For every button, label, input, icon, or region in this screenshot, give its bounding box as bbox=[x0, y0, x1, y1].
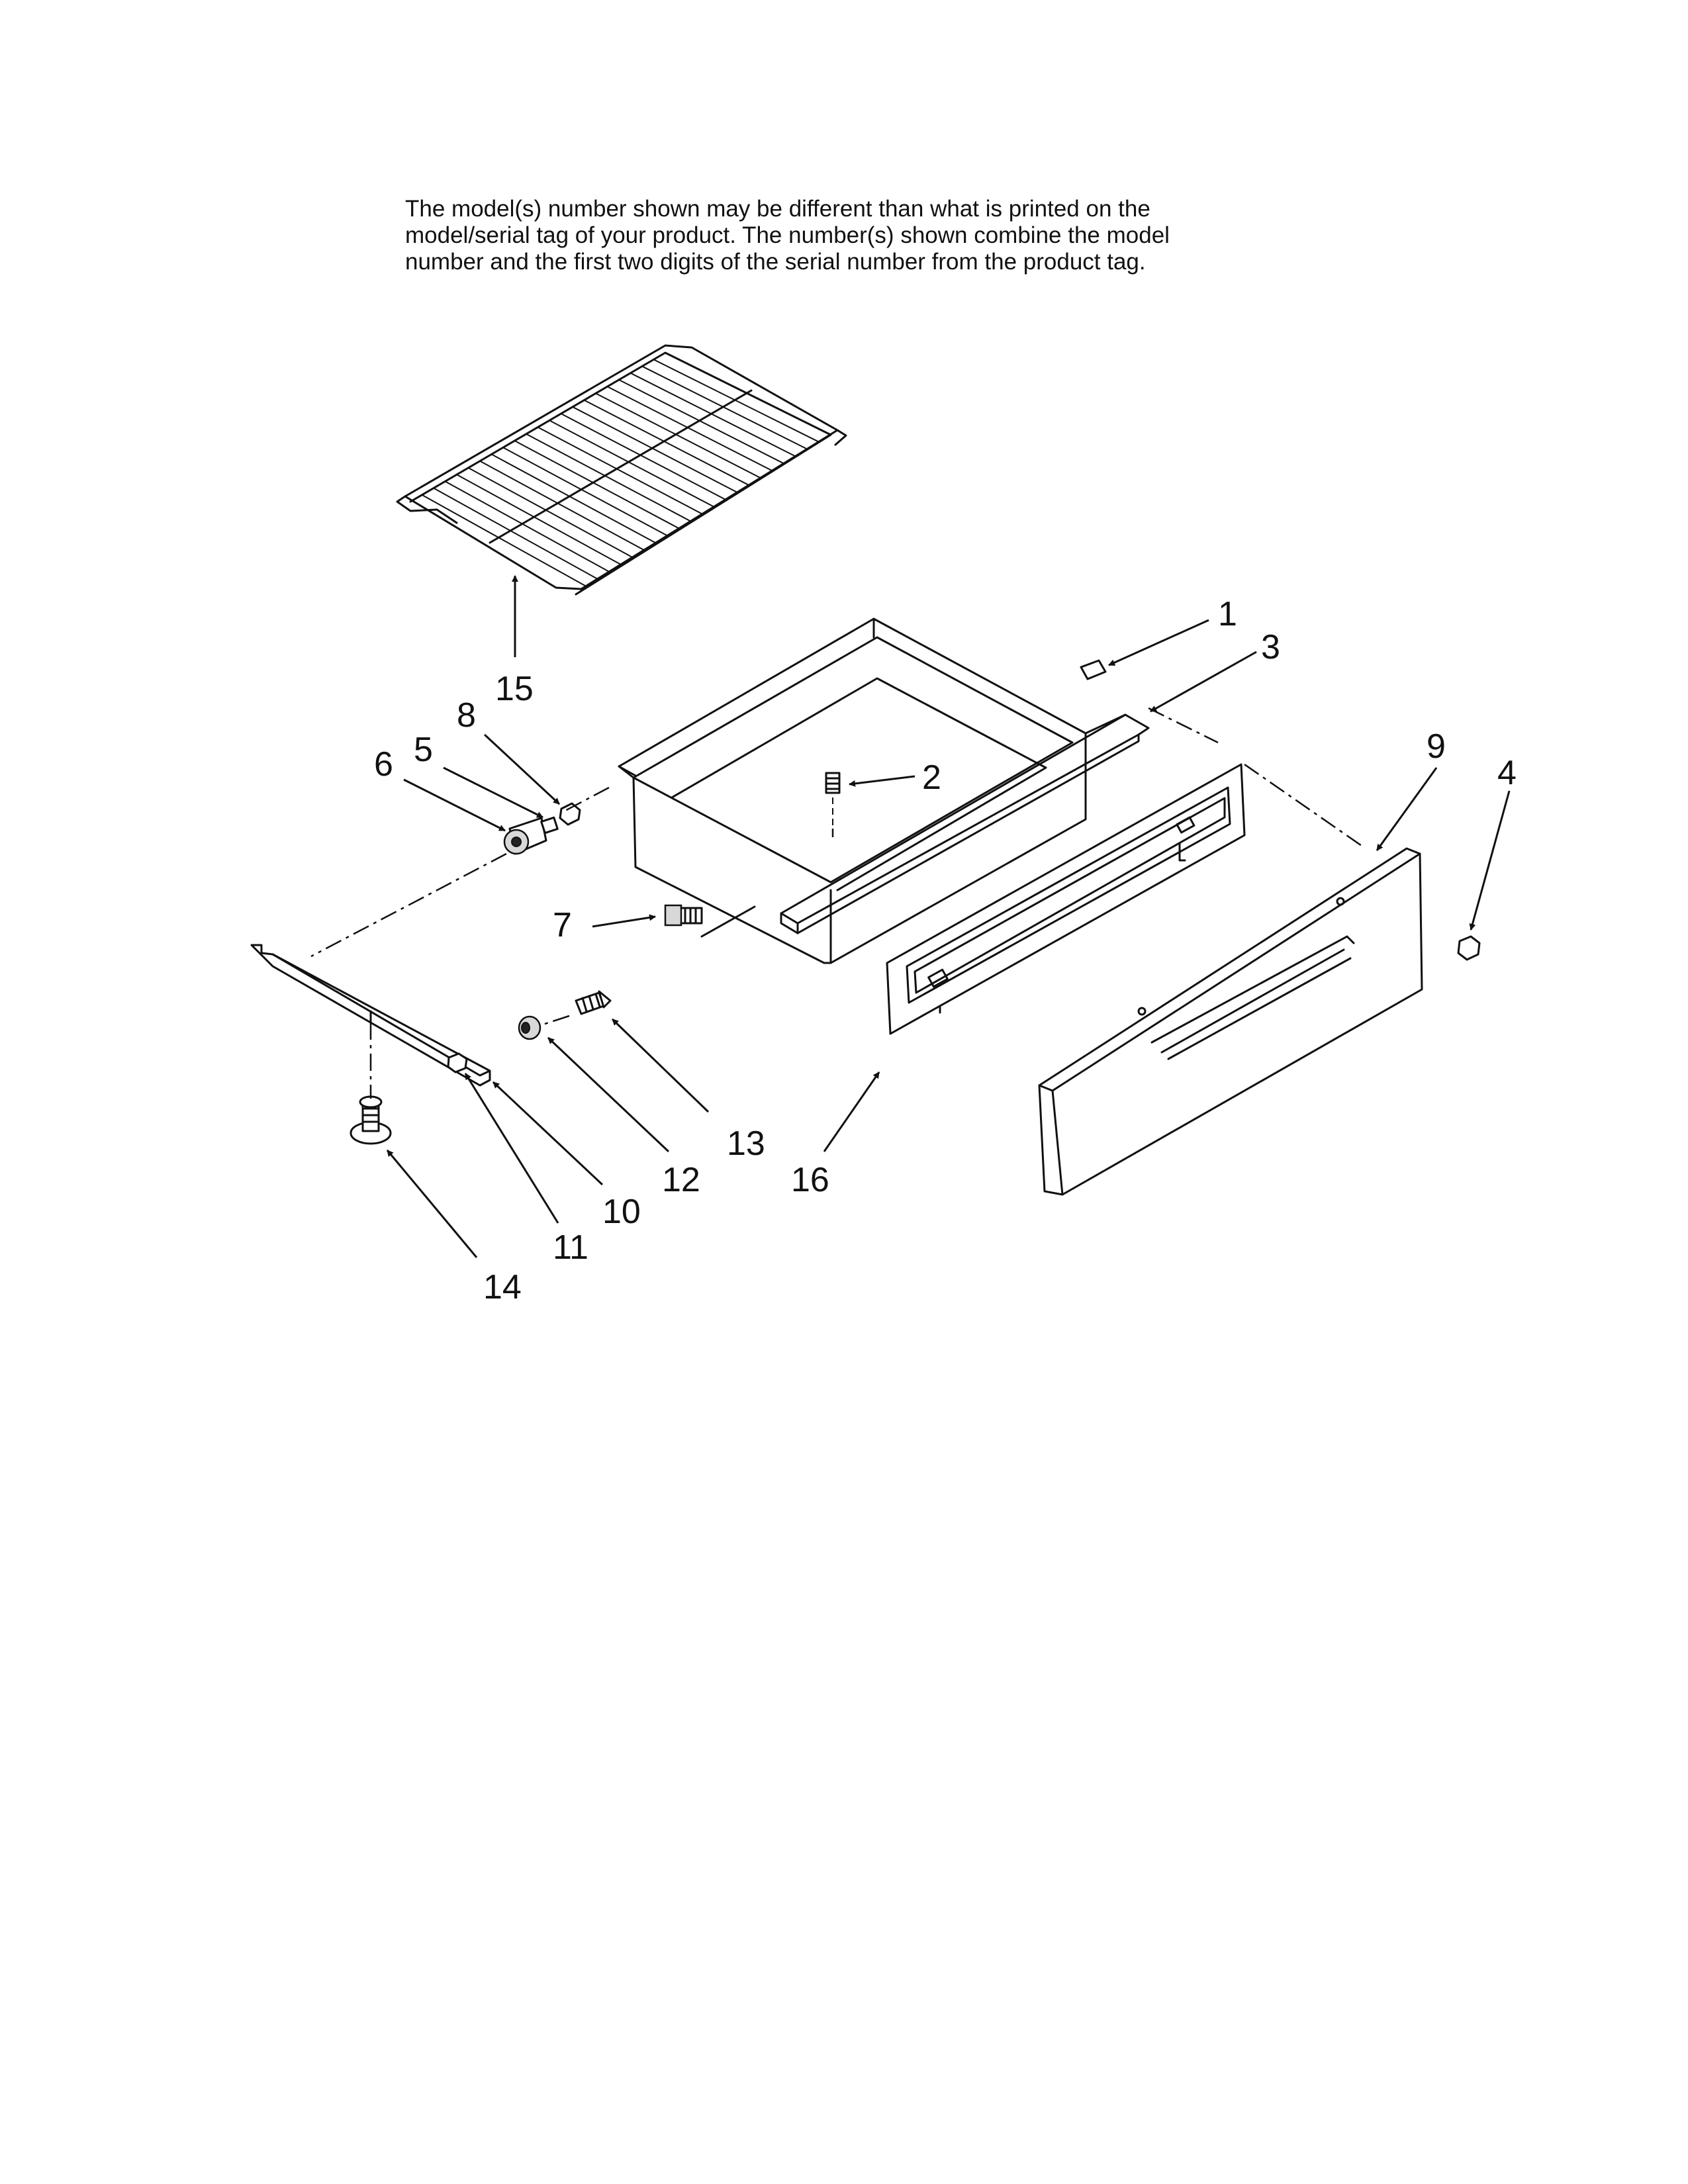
oven-rack bbox=[396, 344, 847, 596]
rack-wire bbox=[445, 480, 611, 574]
part-5-spacer bbox=[540, 816, 559, 835]
rack-wire bbox=[641, 365, 808, 450]
callout-8: 8 bbox=[457, 696, 476, 735]
part-13-screw bbox=[575, 990, 612, 1015]
part-4-nut bbox=[1457, 935, 1481, 961]
callout-10: 10 bbox=[602, 1193, 641, 1231]
callout-2: 2 bbox=[922, 758, 941, 797]
part-1-block bbox=[1080, 659, 1107, 680]
note-line-2: model/serial tag of your product. The nu… bbox=[405, 222, 1170, 248]
callout-12: 12 bbox=[662, 1161, 700, 1199]
part-2-screw bbox=[825, 772, 841, 827]
part-7-bolt bbox=[664, 904, 703, 927]
callout-6: 6 bbox=[374, 745, 393, 784]
callout-5: 5 bbox=[414, 731, 433, 769]
callout-11: 11 bbox=[553, 1228, 588, 1267]
side-rail bbox=[250, 944, 491, 1087]
rack-wire bbox=[514, 440, 680, 530]
rack-wire bbox=[607, 386, 773, 472]
callout-15: 15 bbox=[495, 670, 534, 708]
rack-wire bbox=[491, 453, 657, 545]
rack-wire bbox=[561, 413, 727, 501]
leader-lines bbox=[386, 575, 1511, 1258]
alignment-lines bbox=[310, 707, 1364, 1099]
rack-wire bbox=[572, 406, 739, 494]
rack-wire bbox=[653, 359, 820, 443]
callout-13: 13 bbox=[727, 1124, 765, 1163]
rack-wire bbox=[422, 494, 588, 588]
part-8-nut bbox=[559, 802, 581, 826]
callout-14: 14 bbox=[483, 1268, 522, 1306]
callout-3: 3 bbox=[1261, 628, 1280, 666]
rack-wire bbox=[595, 392, 762, 479]
note-line-1: The model(s) number shown may be differe… bbox=[405, 196, 1150, 222]
callout-4: 4 bbox=[1497, 754, 1517, 792]
drawer-pan bbox=[618, 617, 1150, 964]
part-14-leveling-leg bbox=[350, 1095, 392, 1145]
drawer-panel bbox=[886, 763, 1246, 1035]
rack-wire bbox=[502, 447, 669, 537]
rack-wire bbox=[618, 379, 785, 465]
rack-wire bbox=[456, 474, 623, 567]
part-6-roller bbox=[503, 817, 547, 855]
rack-wire bbox=[433, 487, 600, 580]
callout-labels: 1 2 3 4 5 6 7 8 9 10 11 12 13 14 15 16 bbox=[374, 595, 1517, 1306]
note-line-3: number and the first two digits of the s… bbox=[405, 249, 1146, 275]
rack-wire bbox=[630, 372, 796, 457]
part-11-nut bbox=[447, 1052, 468, 1073]
rack-wire bbox=[584, 399, 750, 486]
model-number-note: The model(s) number shown may be differe… bbox=[405, 196, 1332, 275]
rack-wire bbox=[526, 433, 692, 523]
rack-wire bbox=[549, 420, 716, 508]
rack-wire bbox=[479, 460, 646, 552]
drawer-front bbox=[1038, 847, 1423, 1196]
callout-7: 7 bbox=[553, 906, 572, 944]
callout-16: 16 bbox=[791, 1161, 829, 1199]
part-12-spacer bbox=[518, 1015, 541, 1040]
rack-wire bbox=[468, 467, 634, 559]
callout-1: 1 bbox=[1218, 595, 1237, 633]
callout-9: 9 bbox=[1427, 727, 1446, 766]
rack-wire bbox=[538, 426, 704, 516]
